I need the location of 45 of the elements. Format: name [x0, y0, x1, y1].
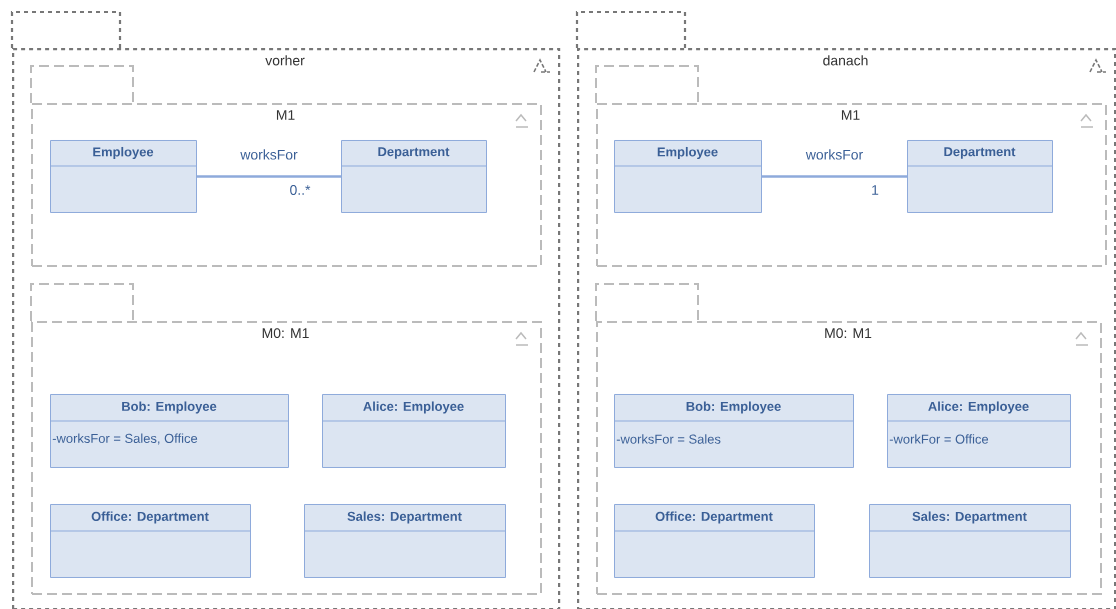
association-line	[762, 175, 907, 178]
class-name: Employee	[657, 146, 718, 160]
multiplicity-label: 0..*	[290, 185, 311, 195]
class-name: Sales: Department	[347, 511, 462, 524]
class-box	[340, 140, 487, 213]
class-name: Sales: Department	[912, 511, 1027, 524]
attribute-text: -workFor = Office	[889, 434, 989, 444]
package-frame	[30, 283, 542, 595]
class-name: Bob: Employee	[686, 401, 781, 414]
class-box	[613, 140, 762, 213]
association-line	[197, 175, 341, 178]
class-name: Alice: Employee	[928, 401, 1029, 414]
package-frame	[575, 10, 1116, 609]
class-name: Office: Department	[91, 511, 209, 524]
package-title: M0: M1	[262, 328, 309, 339]
package-title: M1	[841, 110, 860, 120]
attribute-text: -worksFor = Sales	[616, 434, 721, 444]
package-frame	[10, 10, 561, 609]
class-box	[49, 140, 197, 213]
class-box	[303, 504, 506, 578]
package-title: M1	[276, 110, 295, 120]
class-name: Office: Department	[655, 511, 773, 524]
class-name: Alice: Employee	[363, 401, 464, 414]
class-name: Department	[378, 147, 450, 159]
class-box	[613, 394, 854, 468]
class-name: Bob: Employee	[122, 401, 217, 414]
class-name: Department	[944, 147, 1016, 159]
class-box	[906, 140, 1053, 213]
package-title: danach	[823, 55, 868, 66]
class-box	[868, 504, 1071, 578]
class-box	[49, 504, 251, 578]
class-box	[886, 394, 1071, 468]
package-frame	[595, 65, 1107, 267]
attribute-text: -worksFor = Sales, Office	[52, 433, 198, 445]
edge-label: worksFor	[805, 149, 863, 160]
class-box	[49, 394, 289, 468]
class-box	[321, 394, 506, 468]
class-name: Employee	[93, 146, 154, 160]
class-box	[613, 504, 815, 578]
package-title: vorher	[265, 55, 305, 66]
edge-label: worksFor	[240, 149, 298, 160]
package-title: M0: M1	[825, 328, 872, 339]
package-frame	[595, 283, 1102, 595]
package-frame	[30, 65, 542, 267]
multiplicity-label: 1	[872, 185, 879, 195]
